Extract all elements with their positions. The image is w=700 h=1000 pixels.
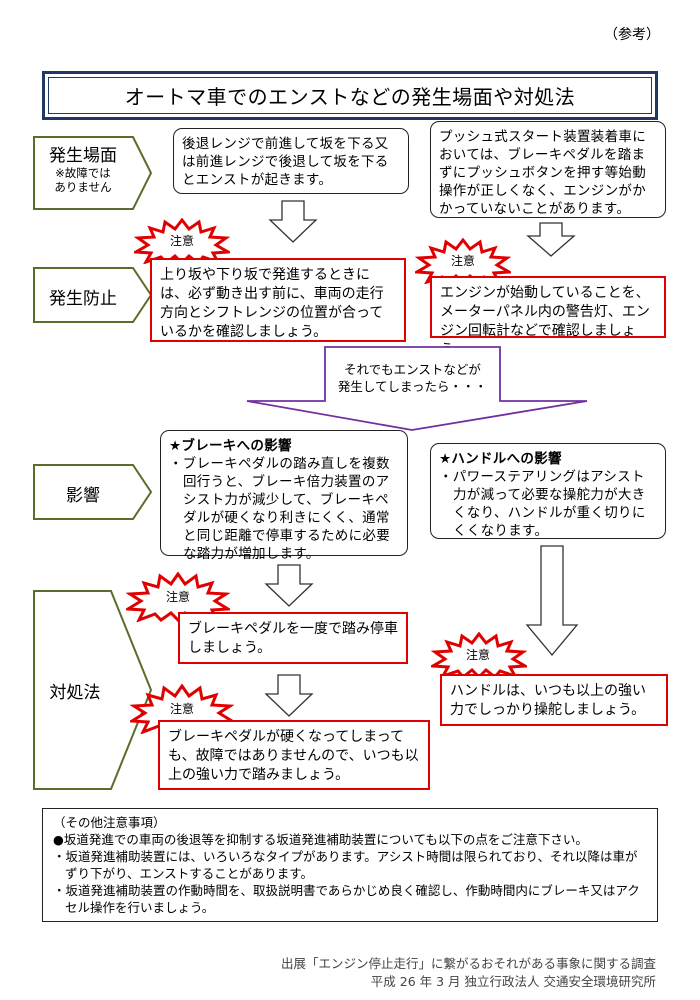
effect-brake-heading: ★ブレーキへの影響: [169, 438, 292, 454]
label-arrow-prevention: [33, 267, 153, 323]
down-arrow-2: [526, 222, 576, 257]
label-arrow-countermeasure: [33, 590, 153, 790]
notes-heading: （その他注意事項）: [53, 815, 166, 830]
caution-label: 注意: [466, 648, 491, 662]
effect-handle-heading: ★ハンドルへの影響: [439, 451, 562, 467]
source-line-2: 平成 26 年 3 月 独立行政法人 交通安全環境研究所: [370, 974, 656, 989]
label-prevention: 発生防止: [49, 289, 117, 309]
title-frame: [42, 71, 658, 120]
effect-handle-body: ・パワーステアリングはアシスト力が減って必要な操舵力が大きくなり、ハンドルが重く…: [439, 469, 646, 539]
down-arrow-3: [264, 564, 314, 607]
label-occurrence: 発生場面: [49, 146, 117, 166]
label-occurrence-note: ※故障では ありません: [54, 166, 112, 194]
label-effect: 影響: [66, 486, 100, 506]
reference-note: （参考）: [604, 27, 660, 43]
caution-label: 注意: [170, 234, 195, 248]
caution-label: 注意: [170, 702, 195, 716]
effect-handle-box: ★ハンドルへの影響 ・パワーステアリングはアシスト力が減って必要な操舵力が大きく…: [430, 443, 666, 539]
measure-box-2: ブレーキペダルが硬くなってしまっても、故障ではありませんので、いつも以上の強い力…: [158, 720, 430, 790]
effect-brake-box: ★ブレーキへの影響 ・ブレーキペダルの踏み直しを複数回行うと、ブレーキ倍力装置の…: [160, 430, 408, 562]
page-title: オートマ車でのエンストなどの発生場面や対処法: [48, 77, 652, 114]
caution-label: 注意: [166, 590, 191, 604]
other-notes-box: （その他注意事項） ●坂道発進での車両の後退等を抑制する坂道発進補助装置について…: [42, 808, 658, 922]
source-line-1: 出展「エンジン停止走行」に繋がるおそれがある事象に関する調査: [280, 956, 656, 971]
down-arrow-long: [525, 545, 579, 657]
occurrence-left-box: 後退レンジで前進して坂を下る又は前進レンジで後退して坂を下るとエンストが起きます…: [173, 128, 409, 194]
occurrence-right-box: プッシュ式スタート装置装着車においては、ブレーキペダルを踏まずにプッシュボタンを…: [430, 121, 666, 218]
notes-line: ・坂道発進補助装置には、いろいろなタイプがあります。アシスト時間は限られており、…: [53, 849, 638, 881]
measure-box-3: ハンドルは、いつも以上の強い力でしっかり操舵しましょう。: [440, 674, 668, 726]
down-arrow-1: [268, 200, 318, 243]
caution-label: 注意: [451, 254, 476, 268]
prevention-left-box: 上り坂や下り坂で発進するときには、必ず動き出す前に、車両の走行方向とシフトレンジ…: [150, 258, 406, 342]
measure-box-1: ブレーキペダルを一度で踏み停車しましょう。: [178, 612, 408, 664]
effect-brake-body: ・ブレーキペダルの踏み直しを複数回行うと、ブレーキ倍力装置のアシスト力が減少して…: [169, 456, 390, 562]
down-arrow-4: [264, 674, 314, 717]
transition-text: それでもエンストなどが 発生してしまったら・・・: [337, 362, 488, 394]
prevention-right-box: エンジンが始動していることを、メーターパネル内の警告灯、エンジン回転計などで確認…: [430, 276, 666, 358]
transition-arrow: [246, 346, 588, 431]
label-arrow-effect: [33, 464, 153, 520]
label-arrow-occurrence: [33, 136, 153, 210]
label-countermeasure: 対処法: [49, 683, 101, 703]
notes-line: ・坂道発進補助装置の作動時間を、取扱説明書であらかじめ良く確認し、作動時間内にブ…: [53, 883, 640, 915]
notes-line: ●坂道発進での車両の後退等を抑制する坂道発進補助装置についても以下の点をご注意下…: [53, 832, 588, 847]
